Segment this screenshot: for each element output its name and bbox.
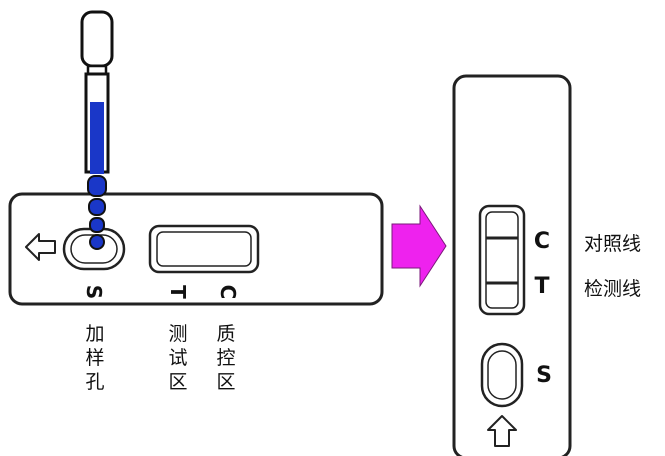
- left-arrow-icon: [25, 233, 56, 261]
- caption-sample-well-2: 样: [85, 347, 104, 369]
- left-c-mark: C: [216, 285, 240, 300]
- dropper-bulb: [80, 10, 114, 68]
- right-sample-well: [480, 342, 524, 408]
- right-c-mark: C: [534, 229, 550, 254]
- left-result-window: [148, 224, 260, 274]
- left-s-mark: S: [82, 285, 106, 299]
- right-s-mark: S: [536, 363, 552, 388]
- sample-drop: [89, 234, 105, 250]
- caption-sample-well-1: 加: [85, 323, 104, 345]
- transition-arrow-icon: [391, 204, 447, 288]
- control-line-label: 对照线: [584, 233, 641, 255]
- caption-test-zone-1: 测: [168, 323, 187, 345]
- left-test-cassette: S T C: [8, 192, 384, 306]
- right-test-cassette: C T S: [452, 74, 572, 456]
- caption-test-zone-3: 区: [168, 371, 187, 393]
- right-result-window: [478, 204, 526, 316]
- right-t-mark: T: [534, 274, 549, 299]
- dropper: [80, 10, 114, 250]
- left-captions: 加 样 孔 测 试 区 质 控 区: [85, 323, 235, 393]
- caption-control-zone-1: 质: [216, 323, 235, 345]
- caption-sample-well-3: 孔: [85, 371, 104, 393]
- caption-control-zone-3: 区: [216, 371, 235, 393]
- up-arrow-icon: [487, 415, 517, 447]
- left-t-mark: T: [166, 285, 190, 299]
- caption-test-zone-2: 试: [168, 347, 187, 369]
- caption-control-zone-2: 控: [216, 347, 235, 369]
- test-line-label: 检测线: [584, 278, 641, 300]
- dropper-liquid: [90, 102, 104, 174]
